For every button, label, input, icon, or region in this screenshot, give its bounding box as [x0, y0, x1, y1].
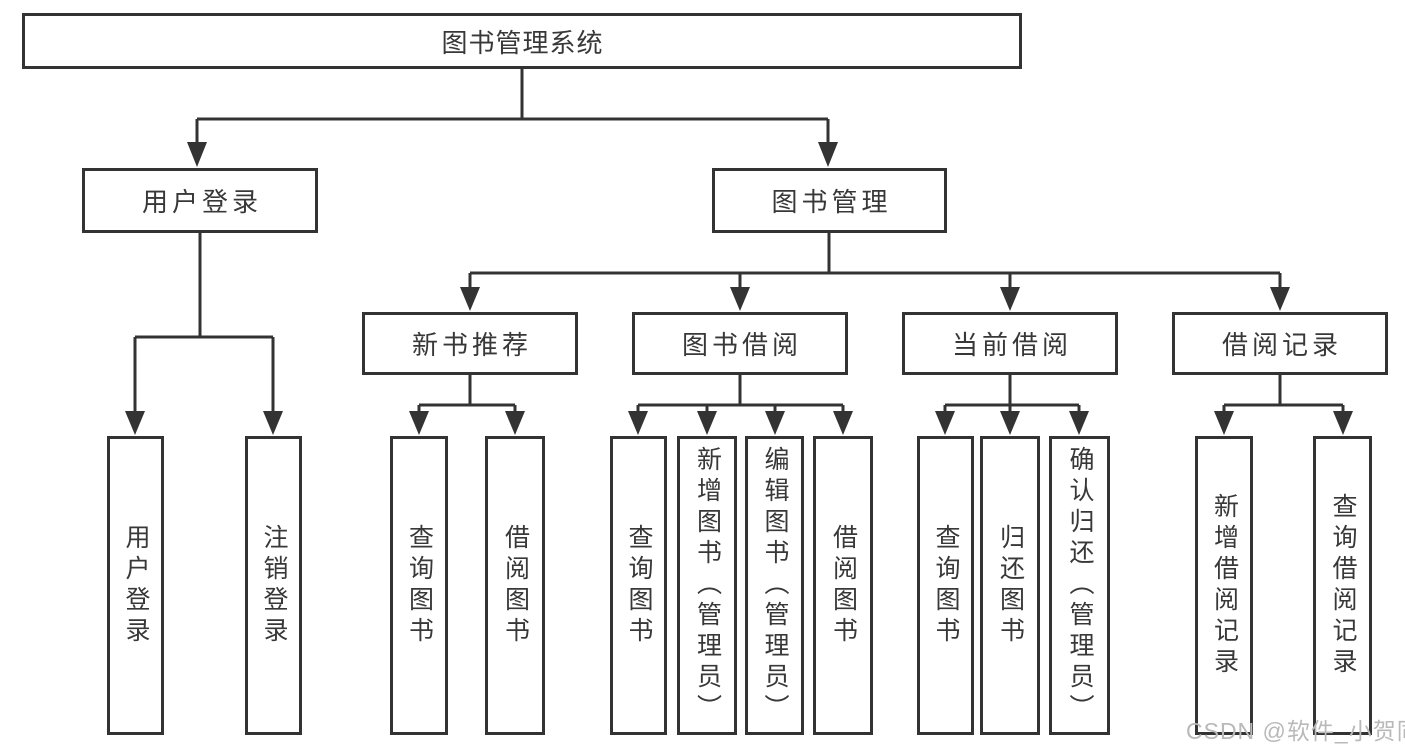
- watermark: CSDN @软件_小贺同学: [1186, 718, 1405, 744]
- leaf-borrow-books-borrowing: 借阅图书: [813, 436, 873, 735]
- leaf-borrow-books-newbook: 借阅图书: [485, 436, 545, 735]
- leaf-confirm-return-admin: 确认归还（管理员）: [1049, 436, 1110, 735]
- node-new-book-recommend: 新书推荐: [362, 312, 578, 375]
- node-root: 图书管理系统: [22, 13, 1022, 69]
- node-book-borrowing: 图书借阅: [632, 312, 848, 375]
- node-book-management: 图书管理: [712, 168, 947, 233]
- leaf-query-books-borrowing: 查询图书: [610, 436, 667, 735]
- node-user-login: 用户登录: [82, 168, 318, 233]
- leaf-add-borrow-record: 新增借阅记录: [1195, 436, 1253, 735]
- node-current-borrowing: 当前借阅: [902, 312, 1118, 375]
- leaf-logout-login: 注销登录: [245, 436, 302, 735]
- leaf-query-books-newbook: 查询图书: [390, 436, 448, 735]
- leaf-user-login: 用户登录: [107, 436, 164, 735]
- leaf-return-books: 归还图书: [980, 436, 1040, 735]
- leaf-edit-books-admin: 编辑图书（管理员）: [745, 436, 804, 735]
- leaf-query-books-current: 查询图书: [917, 436, 974, 735]
- node-borrowing-records: 借阅记录: [1172, 312, 1388, 375]
- leaf-add-books-admin: 新增图书（管理员）: [677, 436, 737, 735]
- leaf-query-borrow-record: 查询借阅记录: [1313, 436, 1372, 735]
